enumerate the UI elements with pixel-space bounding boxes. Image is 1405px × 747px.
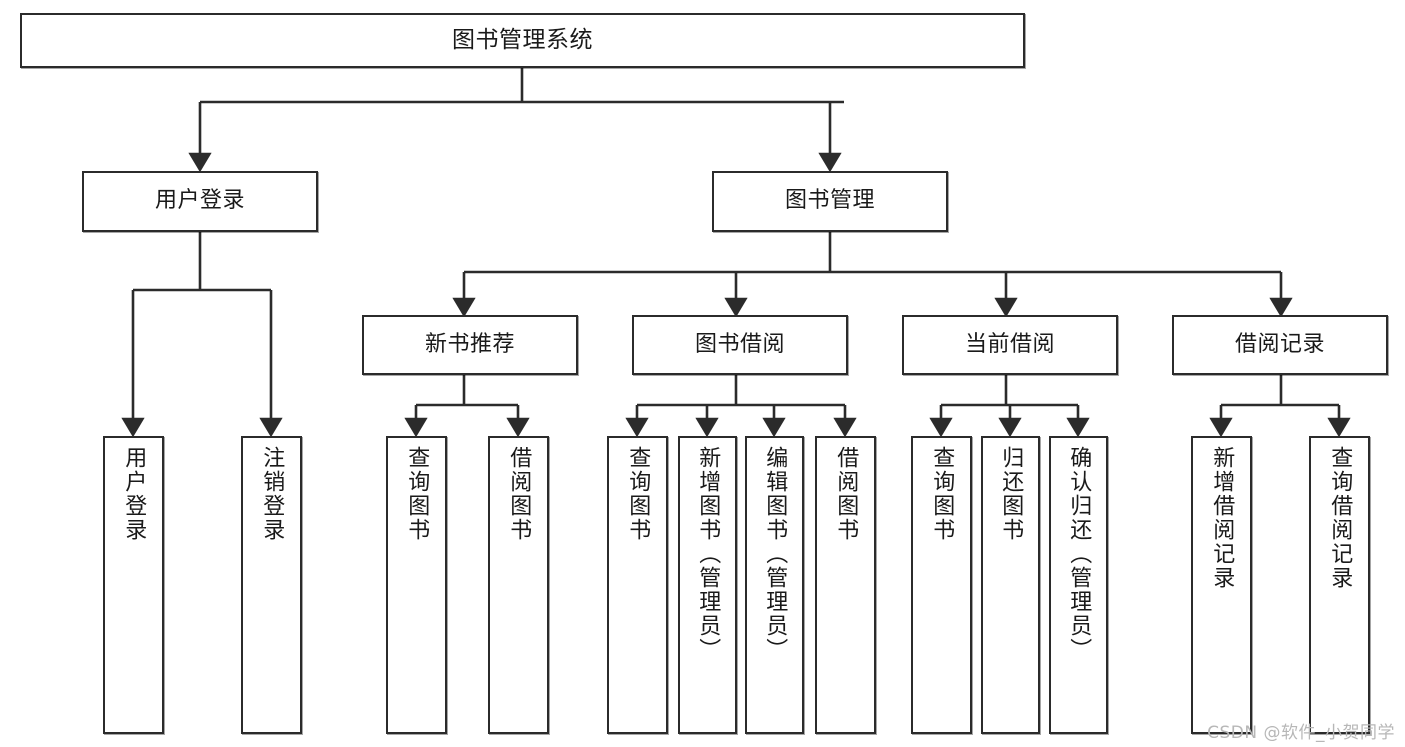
node-leaf-logout[interactable]: 注销登录 (241, 436, 302, 734)
node-leaf-borrow-books-recommend[interactable]: 借阅图书 (488, 436, 549, 734)
node-label: 查询图书 (929, 446, 955, 542)
node-leaf-confirm-return-admin[interactable]: 确认归还（管理员） (1049, 436, 1108, 734)
node-leaf-edit-book-admin[interactable]: 编辑图书（管理员） (745, 436, 804, 734)
node-root-book-management-system[interactable]: 图书管理系统 (20, 13, 1025, 68)
node-label: 借阅记录 (1234, 331, 1325, 357)
node-label: 编辑图书（管理员） (762, 446, 788, 662)
node-leaf-return-books[interactable]: 归还图书 (981, 436, 1040, 734)
node-leaf-query-books-recommend[interactable]: 查询图书 (386, 436, 447, 734)
node-book-borrowing[interactable]: 图书借阅 (632, 315, 848, 375)
node-leaf-user-login[interactable]: 用户登录 (103, 436, 164, 734)
node-current-borrowing[interactable]: 当前借阅 (902, 315, 1118, 375)
node-label: 新书推荐 (424, 331, 515, 357)
node-leaf-query-books-current[interactable]: 查询图书 (911, 436, 972, 734)
node-leaf-add-borrow-record[interactable]: 新增借阅记录 (1191, 436, 1252, 734)
node-label: 查询图书 (625, 446, 651, 542)
node-leaf-query-borrow-record[interactable]: 查询借阅记录 (1309, 436, 1370, 734)
node-label: 新增图书（管理员） (695, 446, 721, 662)
node-label: 查询借阅记录 (1327, 446, 1353, 590)
node-label: 注销登录 (259, 446, 285, 542)
node-leaf-add-book-admin[interactable]: 新增图书（管理员） (678, 436, 737, 734)
node-book-management[interactable]: 图书管理 (712, 171, 948, 232)
node-label: 图书借阅 (694, 331, 785, 357)
node-borrowing-records[interactable]: 借阅记录 (1172, 315, 1388, 375)
node-new-book-recommendation[interactable]: 新书推荐 (362, 315, 578, 375)
node-label: 归还图书 (998, 446, 1024, 542)
node-leaf-query-books-borrow[interactable]: 查询图书 (607, 436, 668, 734)
csdn-watermark: CSDN @软件_小贺同学 (1207, 723, 1395, 743)
node-label: 新增借阅记录 (1209, 446, 1235, 590)
node-label: 借阅图书 (506, 446, 532, 542)
node-label: 当前借阅 (964, 331, 1055, 357)
node-label: 用户登录 (154, 188, 245, 214)
node-label: 借阅图书 (833, 446, 859, 542)
node-label: 图书管理 (784, 188, 875, 214)
node-user-login[interactable]: 用户登录 (82, 171, 318, 232)
node-label: 查询图书 (404, 446, 430, 542)
node-label: 用户登录 (121, 446, 147, 542)
node-leaf-borrow-books[interactable]: 借阅图书 (815, 436, 876, 734)
node-label: 图书管理系统 (452, 27, 593, 54)
node-label: 确认归还（管理员） (1066, 446, 1092, 662)
